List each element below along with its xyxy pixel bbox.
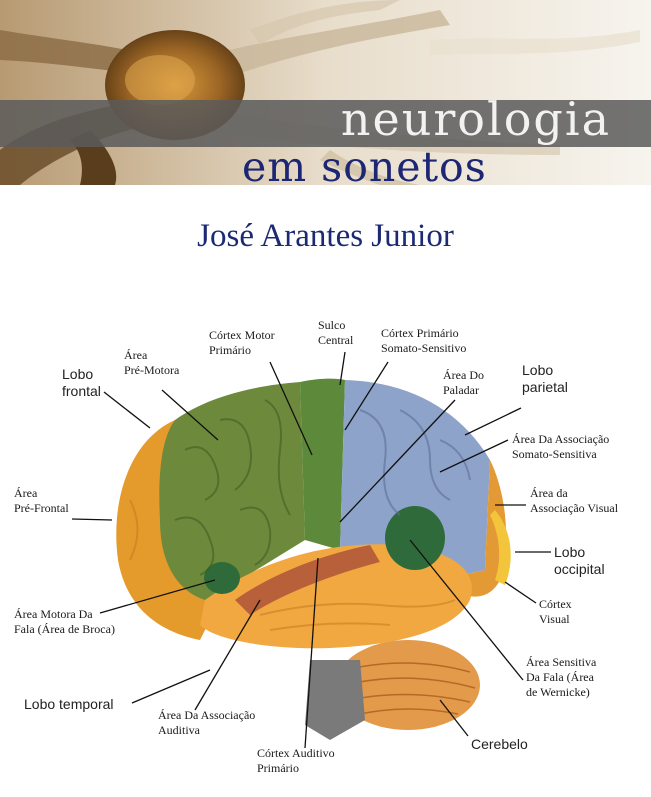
label-cortex-visual: Córtex Visual [539, 597, 572, 626]
temporal-lobe-shape [200, 544, 472, 649]
label-cortex-auditivo-primario: Córtex Auditivo Primário [257, 746, 335, 775]
occipital-lobe-shape [440, 460, 507, 597]
label-lobo-temporal: Lobo temporal [24, 696, 114, 712]
broca-area-shape [204, 562, 240, 594]
wernicke-area-shape [385, 506, 445, 570]
label-lobo-occipital: Lobo occipital [554, 544, 605, 577]
author-name: José Arantes Junior [197, 218, 454, 254]
label-sulco-central: Sulco Central [318, 318, 354, 347]
label-lobo-frontal: Lobo frontal [62, 366, 101, 399]
label-area-pre-motora: Área Pré-Motora [124, 348, 180, 377]
label-area-da-associacao-visual: Área da Associação Visual [530, 486, 619, 515]
label-area-sensitiva-da-fala: Área Sensitiva Da Fala (Área de Wernicke… [526, 655, 597, 699]
label-cortex-primario-somato-sensitivo: Córtex Primário Somato-Sensitivo [381, 326, 467, 355]
label-area-do-paladar: Área Do Paladar [443, 368, 484, 397]
brainstem-shape [305, 660, 365, 740]
label-area-da-associacao-auditiva: Área Da Associação Auditiva [158, 708, 256, 737]
visual-cortex-shape [490, 510, 511, 585]
label-area-motora-da-fala: Área Motora Da Fala (Área de Broca) [14, 607, 115, 636]
label-cerebelo: Cerebelo [471, 736, 528, 752]
label-area-pre-frontal: Área Pré-Frontal [14, 486, 69, 515]
brain-illustration [71, 351, 551, 749]
label-area-da-associacao-somato-sensitiva: Área Da Associação Somato-Sensitiva [512, 432, 610, 461]
banner-title: neurologia [340, 92, 611, 146]
leader-lines [71, 351, 551, 749]
banner-subtitle: em sonetos [242, 143, 487, 185]
auditory-cortex-shape [235, 545, 380, 615]
cerebellum-shape [336, 640, 480, 730]
motor-cortex-shape [300, 378, 345, 550]
header-banner: neurologia em sonetos [0, 0, 651, 185]
banner-title-bar [0, 100, 651, 147]
label-cortex-motor-primario: Córtex Motor Primário [209, 328, 275, 357]
label-lobo-parietal: Lobo parietal [522, 362, 568, 395]
somatosensory-area-shape [340, 380, 490, 580]
brain-diagram: Lobo frontal Área Pré-Motora Córtex Moto… [0, 300, 651, 797]
